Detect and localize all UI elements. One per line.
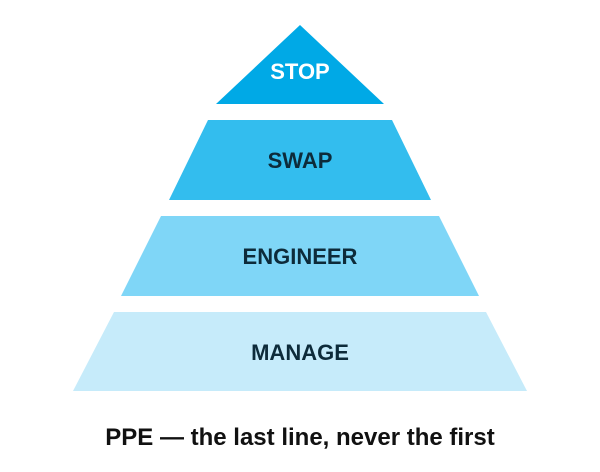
tier-manage-label: MANAGE <box>251 340 349 365</box>
diagram-caption: PPE — the last line, never the first <box>105 424 495 451</box>
tier-stop-shape <box>216 25 384 104</box>
tier-stop: STOP <box>216 25 384 104</box>
tier-engineer-shape <box>121 216 479 296</box>
tier-swap-shape <box>169 120 431 200</box>
tier-engineer: ENGINEER <box>121 216 479 296</box>
tier-swap: SWAP <box>169 120 431 200</box>
tier-manage-shape <box>73 312 527 391</box>
control-pyramid: STOP SWAP ENGINEER MANAGE <box>73 25 527 391</box>
tier-swap-label: SWAP <box>268 148 333 173</box>
tier-manage: MANAGE <box>73 312 527 391</box>
tier-stop-label: STOP <box>270 59 330 84</box>
tier-engineer-label: ENGINEER <box>243 244 358 269</box>
